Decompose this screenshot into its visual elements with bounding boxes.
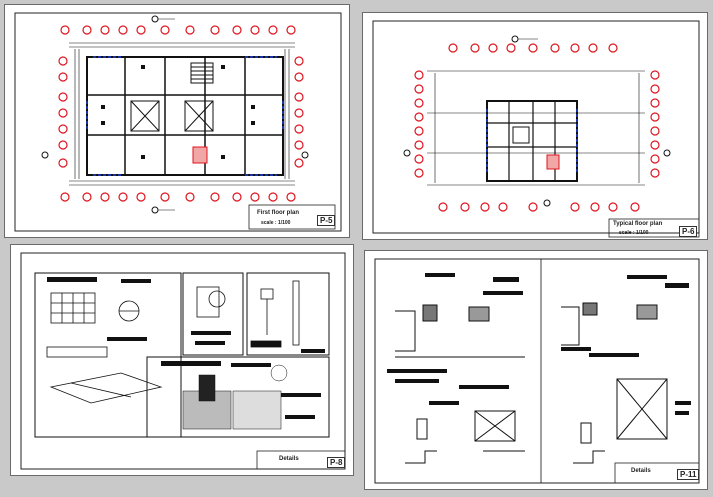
drawing-frame bbox=[374, 258, 700, 484]
building-plan bbox=[86, 56, 284, 176]
sheet-title: Details bbox=[631, 468, 651, 474]
note-bars bbox=[387, 273, 691, 415]
columns bbox=[101, 65, 255, 159]
grid-bubbles-top bbox=[448, 43, 618, 53]
section-right bbox=[561, 302, 668, 464]
sheet-details-b[interactable]: Details P-11 bbox=[364, 250, 708, 490]
grid-bubbles-left bbox=[58, 56, 68, 168]
sheet-title: Typical floor plan bbox=[613, 221, 663, 227]
sheet-first-floor-plan[interactable]: First floor plan scale : 1/100 P-5 bbox=[4, 4, 350, 238]
section-detail-fill bbox=[182, 364, 288, 430]
ceiling-grid-detail bbox=[46, 292, 163, 404]
blue-windows bbox=[486, 109, 578, 173]
section-left bbox=[395, 304, 525, 464]
blue-windows bbox=[86, 56, 284, 176]
grid-bubbles-left bbox=[414, 70, 424, 178]
sheet-details-a[interactable]: Details P-8 bbox=[10, 244, 354, 476]
page-number: P-6 bbox=[679, 226, 698, 237]
page-number: P-11 bbox=[677, 469, 700, 480]
elevator-highlight bbox=[192, 146, 208, 164]
grid-bubbles-right bbox=[294, 56, 304, 168]
page-number: P-8 bbox=[327, 457, 346, 468]
elevator-highlight bbox=[546, 154, 560, 170]
sheet-title: Details bbox=[279, 456, 299, 462]
grid-bubbles-bottom bbox=[60, 192, 296, 202]
drawing-frame bbox=[372, 20, 700, 238]
sheet-title: First floor plan bbox=[257, 210, 299, 216]
wall-detail bbox=[196, 280, 300, 348]
grid-bubbles-top bbox=[60, 25, 296, 35]
sheet-typical-floor-plan[interactable]: Typical floor plan scale : 1/100 P-6 bbox=[362, 12, 708, 240]
drawing-frame bbox=[20, 252, 346, 470]
sheet-scale: scale : 1/100 bbox=[619, 230, 649, 236]
grid-bubbles-bottom bbox=[438, 202, 640, 212]
note-bars bbox=[47, 277, 325, 419]
sheet-scale: scale : 1/100 bbox=[261, 220, 291, 226]
drawing-frame bbox=[14, 12, 342, 232]
grid-bubbles-right bbox=[650, 70, 660, 178]
page-number: P-5 bbox=[317, 215, 336, 226]
